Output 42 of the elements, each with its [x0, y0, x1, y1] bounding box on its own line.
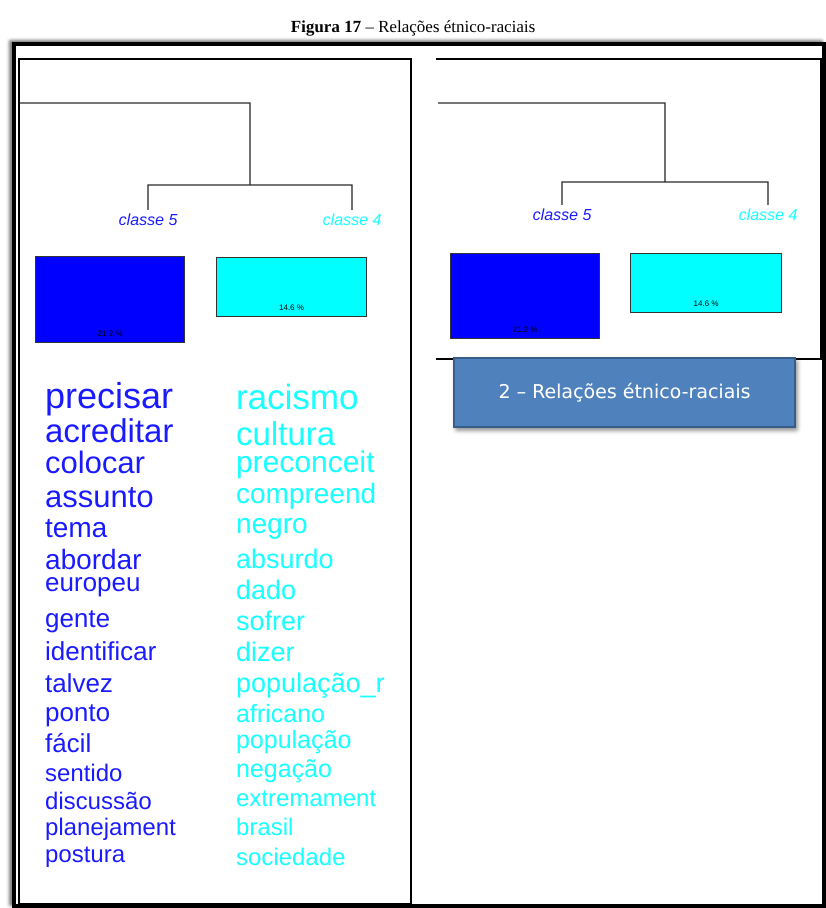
word-label: discussão [45, 790, 152, 814]
percentage-bar: 14.6 % [216, 257, 367, 317]
word-label: identificar [45, 638, 156, 664]
word-label: ponto [45, 699, 110, 725]
word-label: fácil [45, 730, 92, 756]
word-label: precisar [45, 378, 174, 414]
word-label: extremament [236, 787, 376, 811]
word-label: planejament [45, 816, 176, 840]
word-label: sentido [45, 762, 122, 786]
class-label: classe 5 [103, 210, 193, 232]
class-label: classe 5 [517, 205, 607, 227]
word-label: negro [236, 510, 308, 538]
class-label: classe 4 [723, 205, 813, 227]
word-label: absurdo [236, 546, 334, 573]
word-label: sofrer [236, 608, 306, 635]
class-label: classe 4 [307, 210, 397, 232]
word-label: gente [45, 605, 110, 631]
word-label: dado [236, 577, 296, 604]
word-label: cultura [236, 417, 336, 450]
word-label: dizer [236, 639, 295, 666]
dendrogram-branch [561, 181, 769, 205]
word-label: talvez [45, 670, 113, 696]
word-label: africano [236, 702, 325, 727]
word-label: população [236, 728, 352, 753]
word-label: tema [45, 514, 108, 542]
percentage-bar: 21.2 % [450, 253, 600, 339]
word-label: população_r [236, 670, 385, 697]
word-label: negação [236, 757, 332, 782]
word-label: racismo [236, 380, 359, 415]
word-label: colocar [45, 447, 145, 478]
word-label: preconceit [236, 448, 374, 478]
percentage-bar: 14.6 % [630, 253, 782, 313]
word-label: compreend [236, 480, 376, 508]
dendrogram-branch [147, 184, 353, 210]
figure-title: Figura 17 – Relações étnico-raciais [290, 18, 536, 35]
title-banner: 2 – Relações étnico-raciais [453, 357, 796, 428]
percentage-bar: 21.2 % [35, 256, 185, 343]
word-label: postura [45, 843, 126, 867]
word-label: sociedade [236, 846, 346, 870]
word-label: assunto [45, 481, 154, 512]
word-label: brasil [236, 816, 294, 840]
word-label: acreditar [45, 414, 174, 447]
